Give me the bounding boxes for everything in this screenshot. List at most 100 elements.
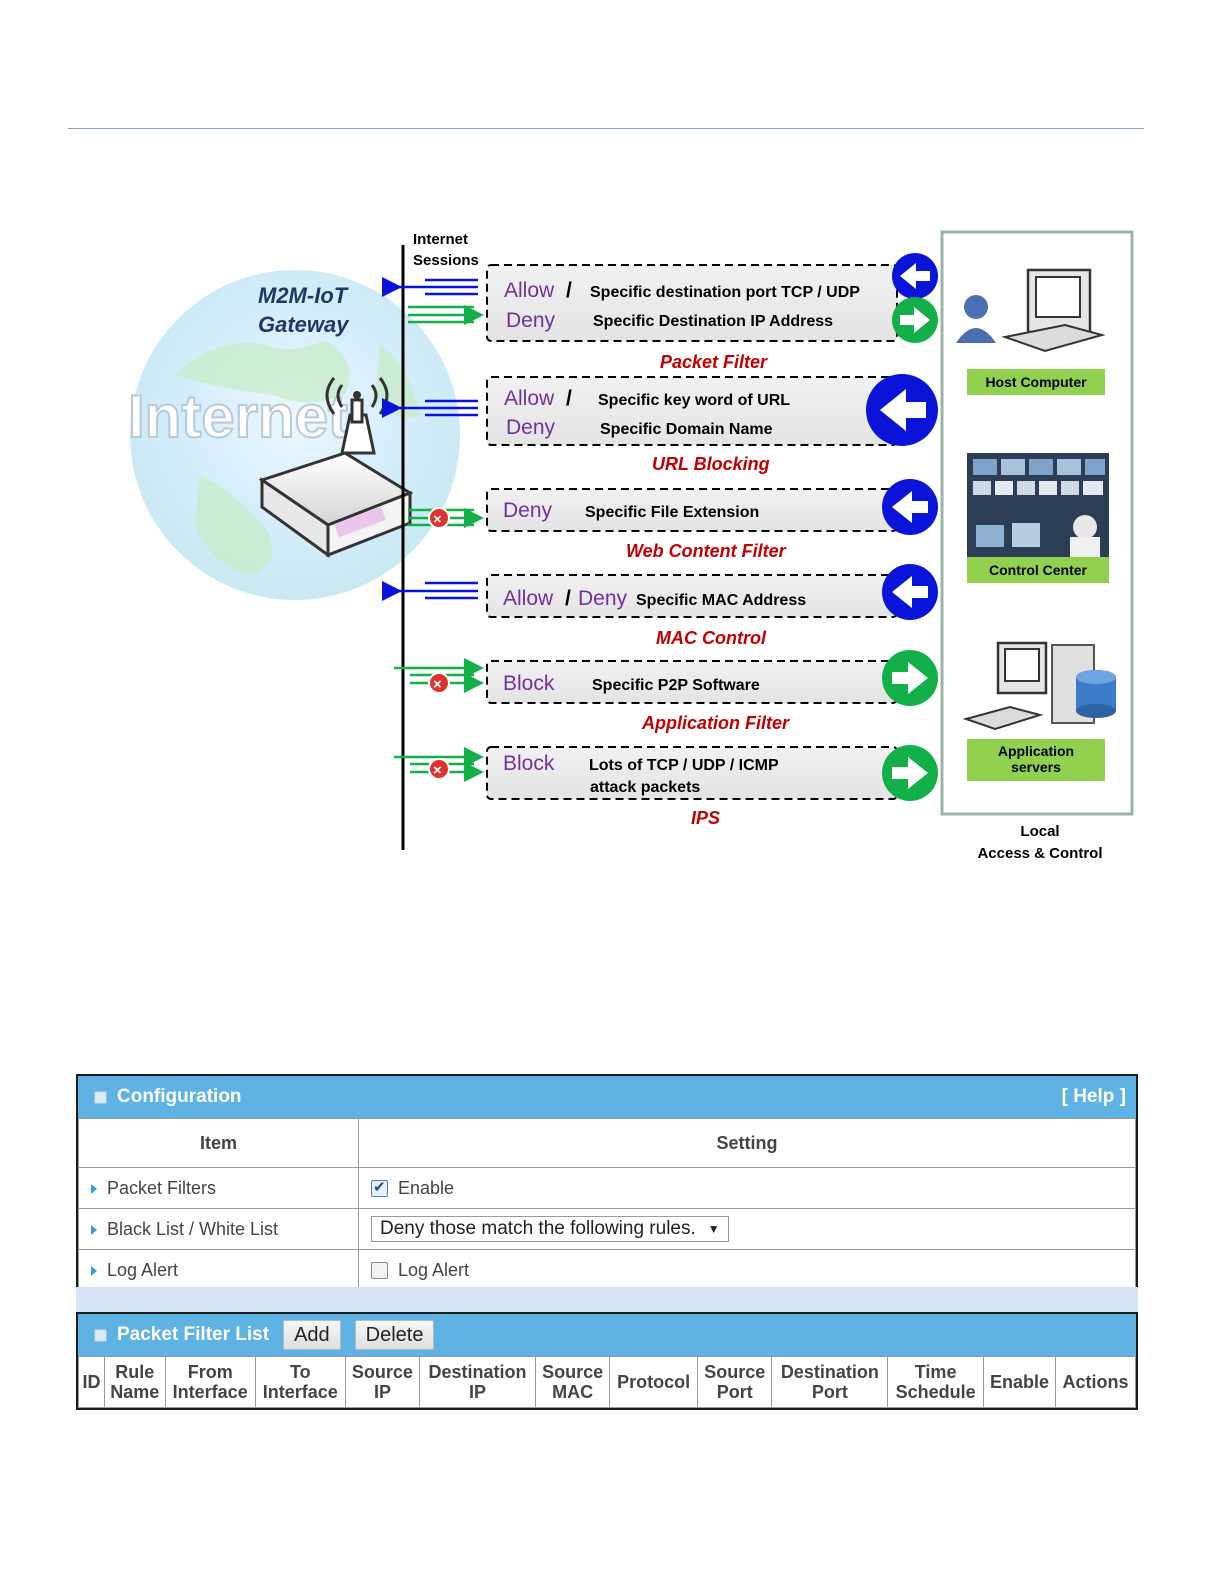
panel-separator <box>76 1287 1138 1312</box>
host-computer-label-bg <box>967 369 1105 395</box>
caption-packet-filter: Packet Filter <box>660 352 768 372</box>
svg-text:Specific Destination IP Addre: Specific Destination IP Address <box>593 313 833 330</box>
svg-text:/: / <box>566 279 572 302</box>
caption-application-filter: Application Filter <box>641 713 790 733</box>
svg-text:Deny: Deny <box>506 416 556 439</box>
configuration-title: Configuration <box>117 1086 242 1107</box>
svg-text:Lots of TCP / UDP / ICMP: Lots of TCP / UDP / ICMP <box>589 757 779 774</box>
page-top-rule <box>68 128 1144 129</box>
application-servers-label-line1: Application <box>998 743 1074 759</box>
col-actions: Actions <box>1055 1356 1136 1408</box>
row-bullet-icon <box>91 1265 97 1276</box>
svg-text:Block: Block <box>503 752 555 775</box>
svg-text:×: × <box>433 511 442 528</box>
svg-text:×: × <box>433 762 442 779</box>
packet-filter-list-header: Packet Filter List Add Delete <box>78 1314 1136 1356</box>
sessions-label-line1: Internet <box>413 231 468 248</box>
svg-text:Deny: Deny <box>578 587 628 610</box>
svg-text:Specific File Extension: Specific File Extension <box>585 504 759 521</box>
row-log-alert: Log Alert Log Alert <box>78 1249 1136 1291</box>
row-bullet-icon <box>91 1224 97 1235</box>
control-center-label: Control Center <box>989 562 1088 578</box>
router-icon <box>258 377 414 558</box>
configuration-panel: Configuration [ Help ] Item Setting Pack… <box>76 1074 1138 1293</box>
caption-mac-control: MAC Control <box>656 628 767 648</box>
black-white-list-selected: Deny those match the following rules. <box>380 1218 696 1239</box>
packet-filters-enable-checkbox[interactable] <box>371 1178 388 1198</box>
svg-text:Specific P2P Software: Specific P2P Software <box>592 677 760 694</box>
rule-panel-url-blocking: Allow / Deny Specific key word of URL Sp… <box>486 376 898 446</box>
column-setting: Setting <box>358 1118 1136 1168</box>
caption-url-blocking: URL Blocking <box>652 454 770 474</box>
collapse-icon[interactable] <box>94 1090 107 1104</box>
host-computer-icon <box>956 268 1106 353</box>
row-bullet-icon <box>91 1183 97 1194</box>
svg-text:Allow: Allow <box>504 387 555 410</box>
svg-text:/: / <box>565 587 571 610</box>
gateway-label-line2: Gateway <box>258 312 350 337</box>
block-icons: × × × <box>428 507 450 780</box>
dropdown-arrow-icon: ▼ <box>707 1222 720 1236</box>
col-enable: Enable <box>982 1356 1057 1408</box>
rule-panel-mac-control: Allow / Deny Specific MAC Address <box>486 574 898 618</box>
svg-text:Specific Domain Name: Specific Domain Name <box>600 421 773 438</box>
application-servers-label-line2: servers <box>1011 759 1061 775</box>
packet-filters-enable-label: Enable <box>398 1177 455 1198</box>
col-protocol: Protocol <box>609 1356 699 1408</box>
packet-filters-label: Packet Filters <box>107 1177 217 1198</box>
add-button[interactable]: Add <box>283 1320 341 1350</box>
help-link[interactable]: [ Help ] <box>1061 1086 1126 1107</box>
host-computer-label: Host Computer <box>985 374 1087 390</box>
log-alert-label: Log Alert <box>107 1259 179 1280</box>
control-center-label-bg <box>967 557 1109 583</box>
sessions-label-line2: Sessions <box>413 252 479 269</box>
rule-panel-packet-filter: Allow / Deny Specific destination port T… <box>486 264 898 342</box>
rule-panel-ips: Block Lots of TCP / UDP / ICMP attack pa… <box>486 746 898 800</box>
log-alert-checkbox[interactable] <box>371 1262 388 1280</box>
black-white-list-label: Black List / White List <box>107 1218 279 1239</box>
row-black-white-list: Black List / White List Deny those match… <box>78 1208 1136 1250</box>
caption-web-content-filter: Web Content Filter <box>626 541 787 561</box>
delete-button[interactable]: Delete <box>354 1320 435 1350</box>
local-caption-line1: Local <box>1020 823 1059 840</box>
configuration-header: Configuration [ Help ] <box>78 1076 1136 1118</box>
firewall-diagram: Internet M2M-IoT Gateway Internet Sessio… <box>127 230 1134 862</box>
svg-text:Specific key word of URL: Specific key word of URL <box>598 392 790 409</box>
local-caption-line2: Access & Control <box>977 845 1102 862</box>
packet-filter-list-title: Packet Filter List <box>117 1324 270 1345</box>
svg-text:Deny: Deny <box>506 309 556 332</box>
col-id: ID <box>78 1356 105 1408</box>
svg-text:Specific MAC Address: Specific MAC Address <box>636 592 806 609</box>
gateway-label-line1: M2M-IoT <box>258 283 349 308</box>
black-white-list-select[interactable]: Deny those match the following rules. ▼ <box>371 1216 729 1242</box>
application-servers-icon <box>962 641 1116 731</box>
svg-text:Allow: Allow <box>504 279 555 302</box>
svg-text:Block: Block <box>503 672 555 695</box>
row-packet-filters: Packet Filters Enable <box>78 1167 1136 1209</box>
collapse-icon[interactable] <box>94 1328 107 1342</box>
internet-word: Internet <box>128 383 348 450</box>
log-alert-checkbox-label: Log Alert <box>398 1259 470 1280</box>
column-item: Item <box>78 1118 359 1168</box>
svg-text:Specific destination port TCP: Specific destination port TCP / UDP <box>590 284 860 301</box>
svg-text:/: / <box>566 387 572 410</box>
rule-panel-application-filter: Block Specific P2P Software <box>486 660 898 704</box>
direction-arrow-icons <box>866 253 938 801</box>
svg-text:×: × <box>433 676 442 693</box>
application-servers-label-bg <box>967 739 1105 781</box>
configuration-table: Item Setting Packet Filters Enable Black… <box>78 1118 1136 1291</box>
caption-ips: IPS <box>691 808 720 828</box>
svg-text:attack packets: attack packets <box>590 779 700 796</box>
svg-text:Deny: Deny <box>503 499 553 522</box>
rule-panel-web-content-filter: Deny Specific File Extension <box>486 488 898 532</box>
control-center-image <box>967 453 1109 557</box>
